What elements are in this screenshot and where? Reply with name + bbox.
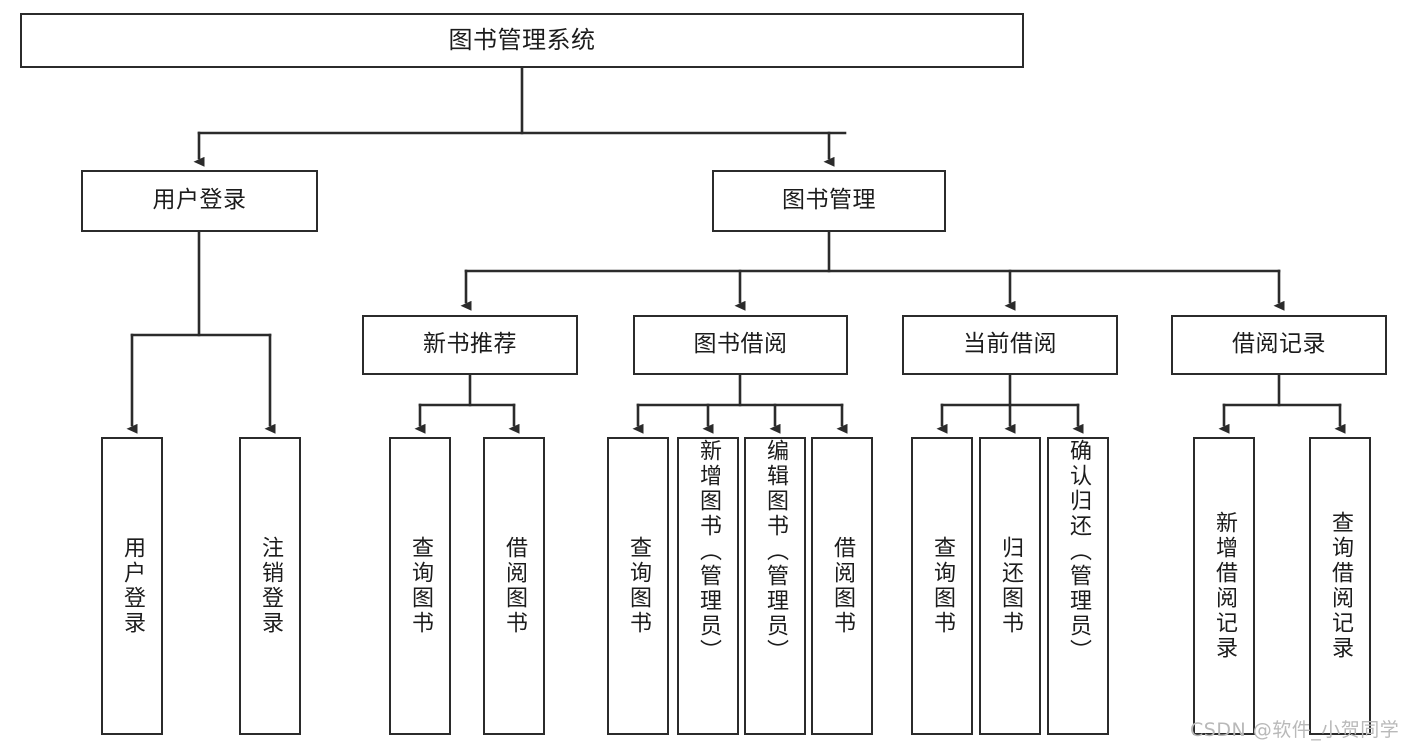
node-label: 当前借阅 xyxy=(963,331,1057,358)
node-new-book-recommendation[interactable]: 新书推荐 xyxy=(362,315,578,375)
node-label: 新书推荐 xyxy=(423,331,517,358)
node-current-borrowing[interactable]: 当前借阅 xyxy=(902,315,1118,375)
leaf-add-book-admin[interactable]: 新增图书（管理员） xyxy=(677,437,739,735)
leaf-query-book-current[interactable]: 查询图书 xyxy=(911,437,973,735)
node-label: 注销登录 xyxy=(258,536,283,636)
node-label: 图书借阅 xyxy=(693,331,788,358)
node-root-book-management-system[interactable]: 图书管理系统 xyxy=(20,13,1024,68)
leaf-user-login[interactable]: 用户登录 xyxy=(101,437,163,735)
node-label: 确认归还（管理员） xyxy=(1066,439,1091,664)
leaf-confirm-return-admin[interactable]: 确认归还（管理员） xyxy=(1047,437,1109,735)
node-user-login[interactable]: 用户登录 xyxy=(81,170,318,232)
node-label: 归还图书 xyxy=(998,536,1023,636)
leaf-add-borrow-record[interactable]: 新增借阅记录 xyxy=(1193,437,1255,735)
node-label: 查询图书 xyxy=(626,536,651,636)
leaf-return-book[interactable]: 归还图书 xyxy=(979,437,1041,735)
leaf-query-borrow-record[interactable]: 查询借阅记录 xyxy=(1309,437,1371,735)
node-label: 查询图书 xyxy=(930,536,955,636)
node-label: 用户登录 xyxy=(120,536,145,636)
node-book-management[interactable]: 图书管理 xyxy=(712,170,946,232)
leaf-query-book-new-book-rec[interactable]: 查询图书 xyxy=(389,437,451,735)
node-label: 借阅记录 xyxy=(1232,331,1326,358)
node-label: 图书管理系统 xyxy=(448,26,596,55)
node-label: 查询借阅记录 xyxy=(1328,511,1353,661)
node-label: 借阅图书 xyxy=(502,536,527,636)
leaf-borrow-book-new-book-rec[interactable]: 借阅图书 xyxy=(483,437,545,735)
leaf-borrow-book-borrow[interactable]: 借阅图书 xyxy=(811,437,873,735)
node-book-borrowing[interactable]: 图书借阅 xyxy=(633,315,848,375)
node-label: 图书管理 xyxy=(782,187,876,214)
csdn-watermark: CSDN @软件_小贺同学 xyxy=(1190,719,1400,741)
node-label: 编辑图书（管理员） xyxy=(763,439,788,664)
node-borrowing-record[interactable]: 借阅记录 xyxy=(1171,315,1387,375)
leaf-edit-book-admin[interactable]: 编辑图书（管理员） xyxy=(744,437,806,735)
node-label: 用户登录 xyxy=(152,187,247,214)
node-label: 新增图书（管理员） xyxy=(696,439,721,664)
node-label: 查询图书 xyxy=(408,536,433,636)
leaf-user-logout[interactable]: 注销登录 xyxy=(239,437,301,735)
node-label: 新增借阅记录 xyxy=(1212,511,1237,661)
node-label: 借阅图书 xyxy=(830,536,855,636)
leaf-query-book-borrow[interactable]: 查询图书 xyxy=(607,437,669,735)
